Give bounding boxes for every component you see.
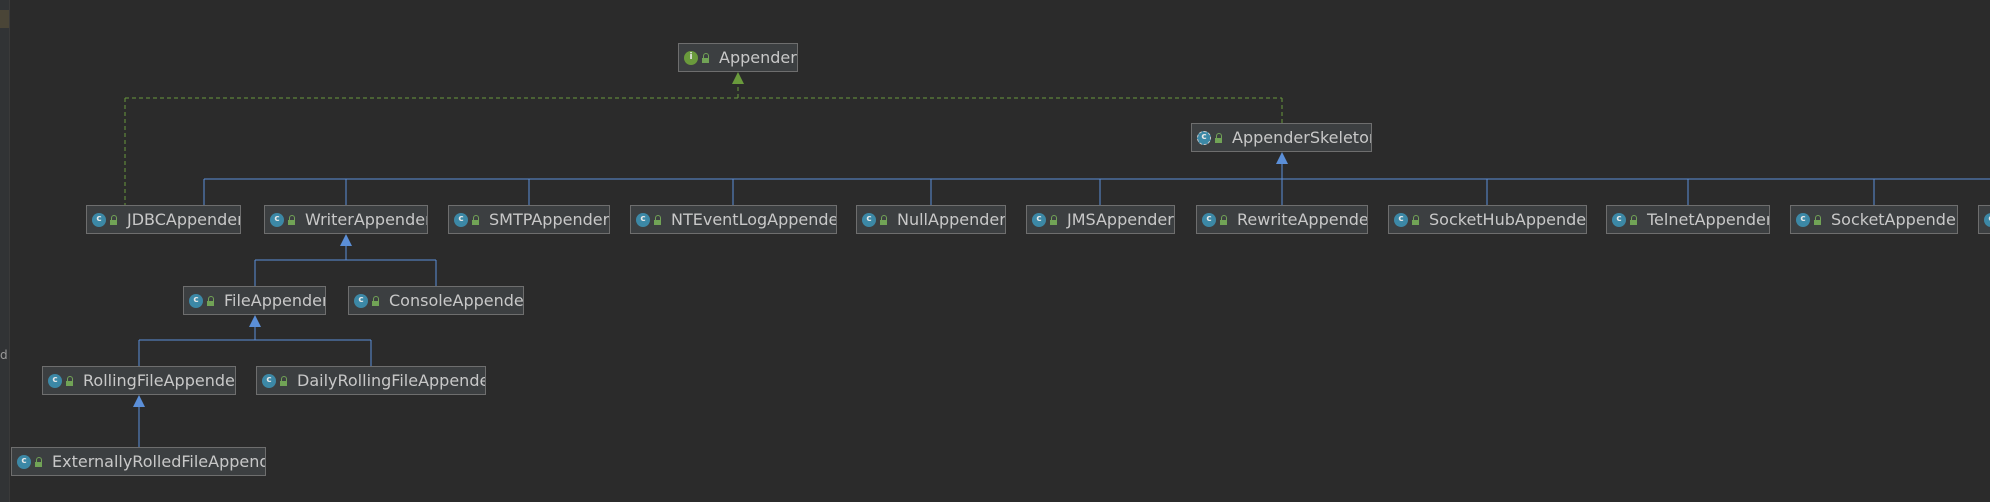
class-icon: c [262, 373, 276, 388]
left-gutter: d [0, 0, 10, 502]
class-node-label: JMSAppender [1067, 210, 1174, 229]
class-node-label: WriterAppender [305, 210, 428, 229]
class-icon: c [1394, 212, 1408, 227]
class-icon: c [1032, 212, 1046, 227]
class-icon: c [862, 212, 876, 227]
implements-arrowhead [732, 72, 744, 84]
class-node-externallyrolled[interactable]: c ExternallyRolledFileAppender [11, 447, 266, 476]
extends-arrowhead [133, 395, 145, 407]
class-node-telnet[interactable]: c TelnetAppender [1606, 205, 1770, 234]
class-node-dailyrolling[interactable]: c DailyRollingFileAppender [256, 366, 486, 395]
class-node-label: ExternallyRolledFileAppender [52, 452, 266, 471]
lock-icon [287, 214, 296, 225]
class-node-smtp[interactable]: c SMTPAppender [448, 205, 610, 234]
lock-icon [279, 375, 288, 386]
class-icon: c [189, 293, 203, 308]
class-node-console[interactable]: c ConsoleAppender [348, 286, 524, 315]
gutter-marker [0, 10, 9, 28]
gutter-text-fragment: d [0, 348, 8, 362]
class-icon: c [454, 212, 468, 227]
class-icon: c [48, 373, 62, 388]
class-node-label: Appender [719, 48, 797, 67]
class-icon: c [1984, 212, 1990, 227]
class-node-sockethub[interactable]: c SocketHubAppender [1388, 205, 1587, 234]
class-node-rollingfile[interactable]: c RollingFileAppender [42, 366, 236, 395]
lock-icon [1214, 132, 1223, 143]
class-node-label: RollingFileAppender [83, 371, 236, 390]
class-node-label: RewriteAppender [1237, 210, 1368, 229]
class-node-label: SocketHubAppender [1429, 210, 1587, 229]
class-node-socket[interactable]: c SocketAppender [1790, 205, 1958, 234]
class-node-jdbc[interactable]: c JDBCAppender [86, 205, 241, 234]
class-node-nteventlog[interactable]: c NTEventLogAppender [630, 205, 837, 234]
extends-arrowhead [249, 315, 261, 327]
lock-icon [701, 52, 710, 63]
lock-icon [471, 214, 480, 225]
class-icon: c [636, 212, 650, 227]
lock-icon [653, 214, 662, 225]
class-node-label: DailyRollingFileAppender [297, 371, 486, 390]
lock-icon [371, 295, 380, 306]
class-icon: c [1202, 212, 1216, 227]
extends-arrowhead [1276, 152, 1288, 164]
lock-icon [34, 456, 43, 467]
class-node-label: NullAppender [897, 210, 1006, 229]
lock-icon [65, 375, 74, 386]
lock-icon [1629, 214, 1638, 225]
lock-icon [1049, 214, 1058, 225]
class-node-label: SocketAppender [1831, 210, 1958, 229]
class-node-jms[interactable]: c JMSAppender [1026, 205, 1175, 234]
class-node-cut-off[interactable]: c [1978, 205, 1990, 234]
class-icon: c [270, 212, 284, 227]
class-node-label: TelnetAppender [1647, 210, 1770, 229]
class-icon: c [354, 293, 368, 308]
class-icon: c [17, 454, 31, 469]
lock-icon [1813, 214, 1822, 225]
lock-icon [1411, 214, 1420, 225]
interface-icon: i [684, 50, 698, 65]
class-icon: c [92, 212, 106, 227]
lock-icon [879, 214, 888, 225]
class-node-file[interactable]: c FileAppender [183, 286, 326, 315]
class-node-label: ConsoleAppender [389, 291, 524, 310]
abstract-class-icon: c [1197, 130, 1211, 145]
class-node-label: FileAppender [224, 291, 326, 310]
lock-icon [109, 214, 118, 225]
class-node-label: NTEventLogAppender [671, 210, 837, 229]
class-node-rewrite[interactable]: c RewriteAppender [1196, 205, 1368, 234]
class-node-appender[interactable]: i Appender [678, 43, 798, 72]
class-node-label: AppenderSkeleton [1232, 128, 1372, 147]
class-node-writer[interactable]: c WriterAppender [264, 205, 428, 234]
class-icon: c [1796, 212, 1810, 227]
class-node-null[interactable]: c NullAppender [856, 205, 1006, 234]
lock-icon [1219, 214, 1228, 225]
class-node-label: JDBCAppender [127, 210, 241, 229]
extends-arrowhead [340, 234, 352, 246]
lock-icon [206, 295, 215, 306]
class-icon: c [1612, 212, 1626, 227]
class-node-appender-skeleton[interactable]: c AppenderSkeleton [1191, 123, 1372, 152]
class-node-label: SMTPAppender [489, 210, 610, 229]
